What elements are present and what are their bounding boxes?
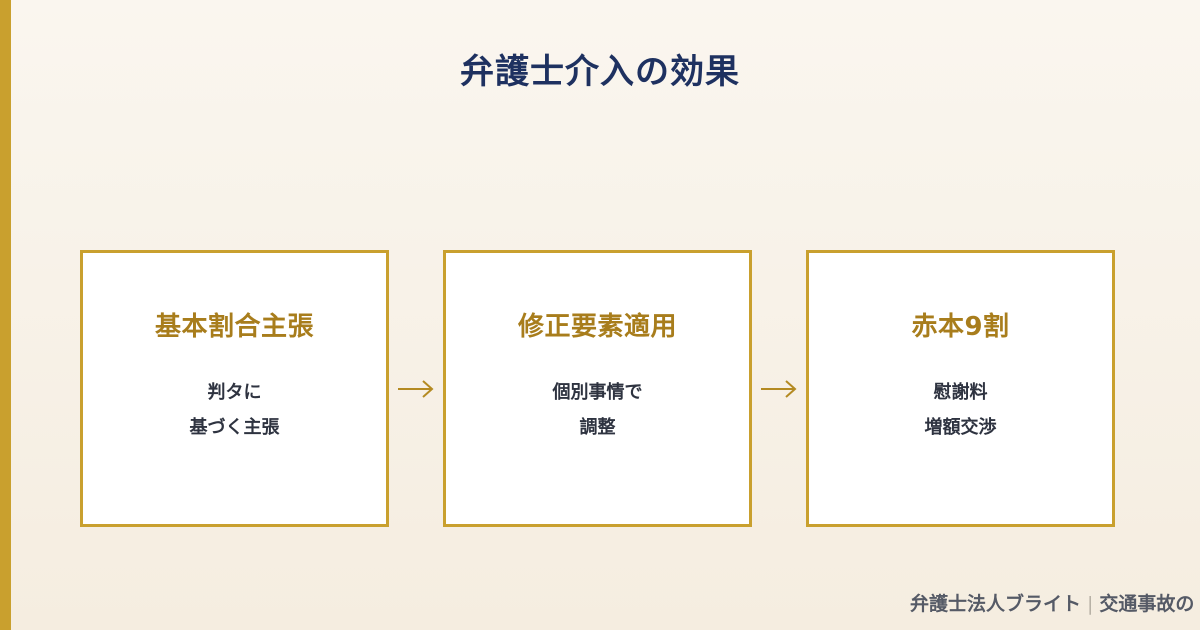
step-box-1: 基本割合主張 判タに 基づく主張 bbox=[80, 250, 389, 527]
step-desc-line: 基づく主張 bbox=[189, 417, 280, 438]
step-desc-line: 判タに bbox=[207, 382, 262, 403]
step-description: 個別事情で 調整 bbox=[553, 375, 643, 445]
step-title: 赤本9割 bbox=[911, 312, 1010, 342]
step-box-3: 赤本9割 慰謝料 増額交渉 bbox=[806, 250, 1115, 527]
step-description: 判タに 基づく主張 bbox=[190, 375, 280, 445]
process-flow: 基本割合主張 判タに 基づく主張 修正要素適用 個別事情で 調整 赤本9割 慰謝… bbox=[80, 250, 1115, 527]
footer-topic: 交通事故の bbox=[1099, 593, 1195, 615]
step-title: 基本割合主張 bbox=[154, 312, 314, 342]
arrow-right-icon bbox=[389, 250, 443, 527]
step-title: 修正要素適用 bbox=[517, 312, 677, 342]
step-description: 慰謝料 増額交渉 bbox=[925, 375, 997, 445]
footer-separator: | bbox=[1087, 593, 1094, 615]
step-desc-line: 調整 bbox=[579, 417, 616, 438]
step-desc-line: 慰謝料 bbox=[933, 382, 988, 403]
footer-brand: 弁護士法人ブライト bbox=[910, 593, 1082, 615]
left-accent-bar bbox=[0, 0, 11, 630]
footer-credit: 弁護士法人ブライト|交通事故の bbox=[910, 589, 1200, 616]
step-desc-line: 増額交渉 bbox=[924, 417, 997, 438]
arrow-right-icon bbox=[752, 250, 806, 527]
page-title: 弁護士介入の効果 bbox=[460, 52, 740, 92]
step-box-2: 修正要素適用 個別事情で 調整 bbox=[443, 250, 752, 527]
step-desc-line: 個別事情で bbox=[552, 382, 643, 403]
